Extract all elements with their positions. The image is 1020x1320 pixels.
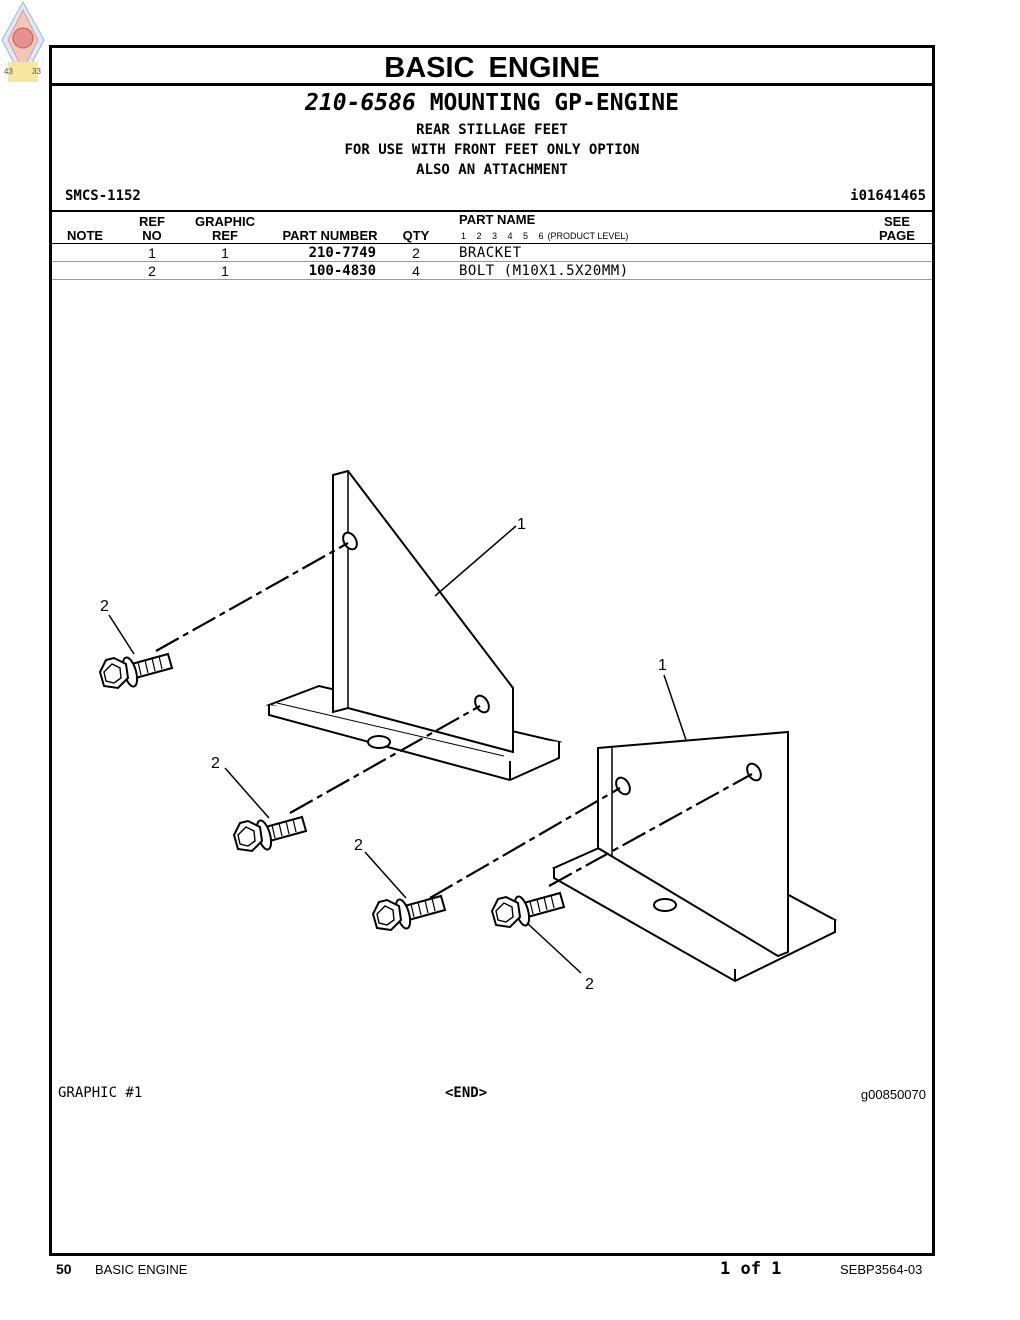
- exploded-view-drawing: 1 1 2 2 2 2: [99, 469, 838, 993]
- row-part-name: BOLT (M10X1.5X20MM): [459, 263, 629, 279]
- header-rule: [52, 243, 932, 244]
- leader-line: [663, 674, 687, 741]
- row-rule: [52, 261, 932, 262]
- group-subtitle-2: FOR USE WITH FRONT FEET ONLY OPTION: [344, 142, 640, 158]
- centerline: [429, 787, 621, 899]
- illustration-id: i01641465: [850, 188, 926, 204]
- leader-line: [434, 525, 517, 597]
- header-part-number: PART NUMBER: [282, 228, 378, 243]
- bolt-part: [99, 653, 173, 690]
- row-part-name: BRACKET: [459, 245, 522, 261]
- row-rule: [52, 279, 932, 280]
- group-subtitle-1: REAR STILLAGE FEET: [416, 122, 568, 138]
- header-see-page-line2: PAGE: [879, 228, 915, 243]
- bolt-part: [372, 895, 446, 932]
- callout-bolt: 2: [354, 837, 363, 854]
- svg-text:43: 43: [4, 67, 13, 76]
- header-levels: 1 2 3 4 5 6(PRODUCT LEVEL): [461, 231, 628, 241]
- header-product-level: (PRODUCT LEVEL): [547, 231, 629, 241]
- row-ref-no: 1: [148, 245, 156, 261]
- header-ref-no-line1: REF: [139, 214, 165, 229]
- row-qty: 4: [412, 263, 420, 279]
- publisher-logo-icon: 43 33: [1, 0, 45, 82]
- centerline: [289, 705, 481, 814]
- callout-bracket: 1: [517, 516, 526, 533]
- row-part-number: 210-7749: [308, 245, 376, 261]
- leader-line: [108, 614, 135, 655]
- header-graphic-ref-line2: REF: [212, 228, 238, 243]
- centerline-group: [155, 542, 753, 899]
- header-graphic-ref-line1: GRAPHIC: [195, 214, 255, 229]
- row-graphic-ref: 1: [221, 263, 229, 279]
- section-title: BASIC ENGINE: [52, 48, 932, 86]
- header-level-numbers: 1 2 3 4 5 6: [461, 231, 544, 241]
- centerline: [548, 773, 753, 887]
- callout-bolt: 2: [585, 976, 594, 993]
- footer-page-number: 50: [56, 1261, 72, 1277]
- callout-bolt: 2: [211, 755, 220, 772]
- footer-page-of: 1 of 1: [720, 1259, 782, 1279]
- header-ref-no-line2: NO: [142, 228, 162, 243]
- bracket-part: [265, 469, 563, 782]
- callout-bracket: 1: [658, 657, 667, 674]
- centerline: [155, 542, 349, 652]
- bracket-part: [551, 730, 838, 983]
- bolt-part: [491, 892, 565, 929]
- header-ref-no: REF NO: [127, 215, 177, 243]
- row-ref-no: 2: [148, 263, 156, 279]
- header-part-name: PART NAME: [459, 212, 536, 227]
- header-see-page-line1: SEE: [883, 214, 910, 229]
- leader-lines: [108, 525, 687, 974]
- header-graphic-ref: GRAPHIC REF: [185, 215, 265, 243]
- row-graphic-ref: 1: [221, 245, 229, 261]
- graphic-number: g00850070: [860, 1087, 926, 1102]
- end-marker: <END>: [445, 1085, 488, 1101]
- group-subtitle-3: ALSO AN ATTACHMENT: [416, 162, 568, 178]
- bolt-part: [233, 816, 307, 853]
- group-title: 210-6586 MOUNTING GP-ENGINE: [52, 90, 932, 116]
- leader-line: [364, 851, 407, 899]
- page-frame: BASIC ENGINE 210-6586 MOUNTING GP-ENGINE…: [49, 45, 935, 1256]
- callout-labels: 1 1 2 2 2 2: [100, 516, 667, 993]
- header-note: NOTE: [66, 228, 104, 243]
- leader-line: [224, 767, 270, 819]
- group-part-number: 210-6586: [305, 90, 416, 116]
- row-part-number: 100-4830: [308, 263, 376, 279]
- header-see-page: SEE PAGE: [872, 215, 922, 243]
- footer-section: BASIC ENGINE: [95, 1262, 188, 1277]
- table-top-rule: [52, 210, 932, 212]
- callout-bolt: 2: [100, 598, 109, 615]
- svg-text:33: 33: [32, 67, 41, 76]
- leader-line: [526, 922, 582, 974]
- graphic-label: GRAPHIC #1: [58, 1085, 143, 1101]
- footer-doc-id: SEBP3564-03: [840, 1262, 923, 1277]
- group-name: MOUNTING GP-ENGINE: [429, 90, 679, 116]
- header-qty: QTY: [402, 228, 430, 243]
- row-qty: 2: [412, 245, 420, 261]
- smcs-code: SMCS-1152: [65, 188, 141, 204]
